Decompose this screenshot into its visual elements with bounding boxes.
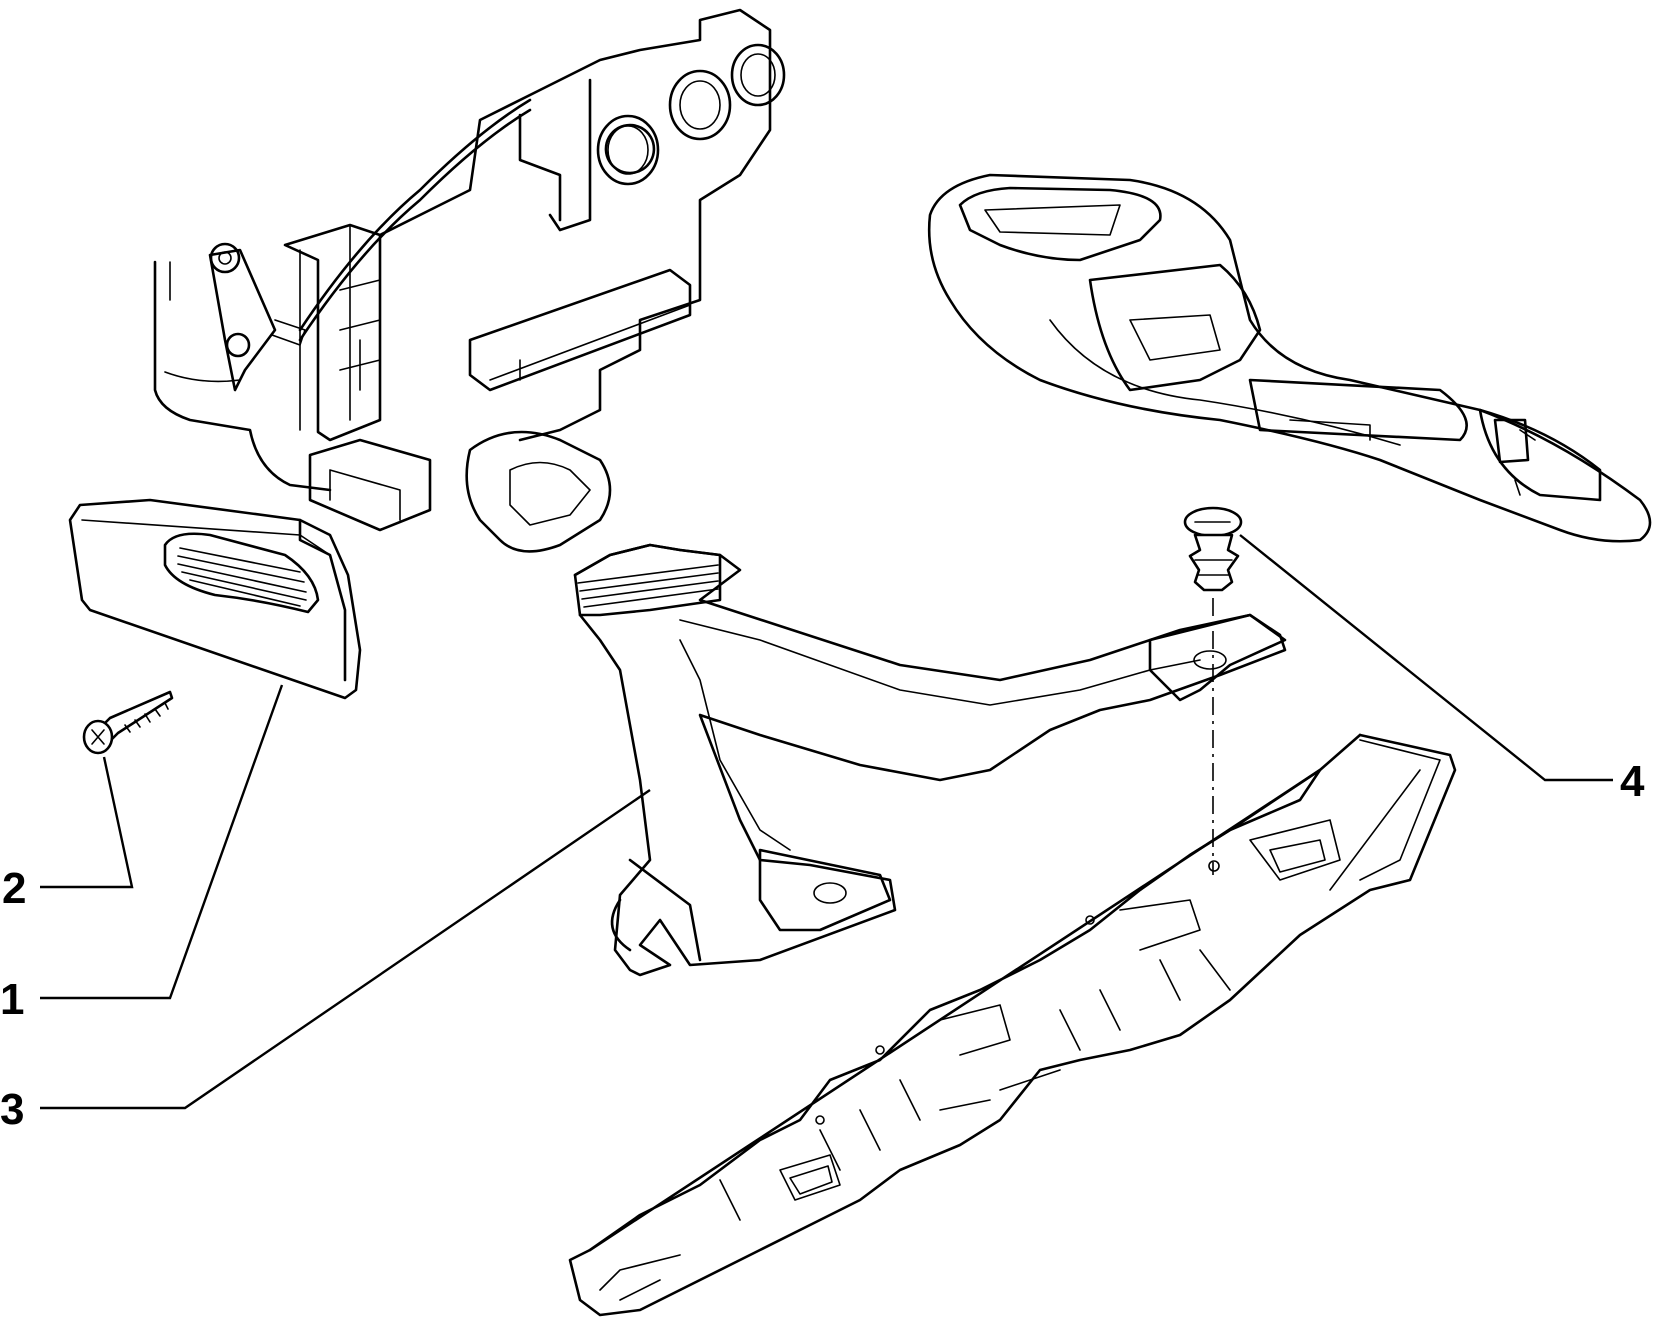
heater-unit (153, 8, 786, 553)
floor-channel-duct (568, 733, 1457, 1317)
center-console (927, 173, 1652, 543)
plastic-clip (1183, 506, 1243, 592)
screw (82, 690, 174, 755)
callout-4: 4 (1620, 757, 1645, 806)
callout-2: 2 (2, 864, 26, 913)
callout-3: 3 (0, 1085, 24, 1134)
air-duct (573, 543, 1287, 977)
vent-grille-panel (68, 498, 362, 700)
callout-1: 1 (0, 975, 24, 1024)
leader-lines (40, 534, 1613, 1110)
